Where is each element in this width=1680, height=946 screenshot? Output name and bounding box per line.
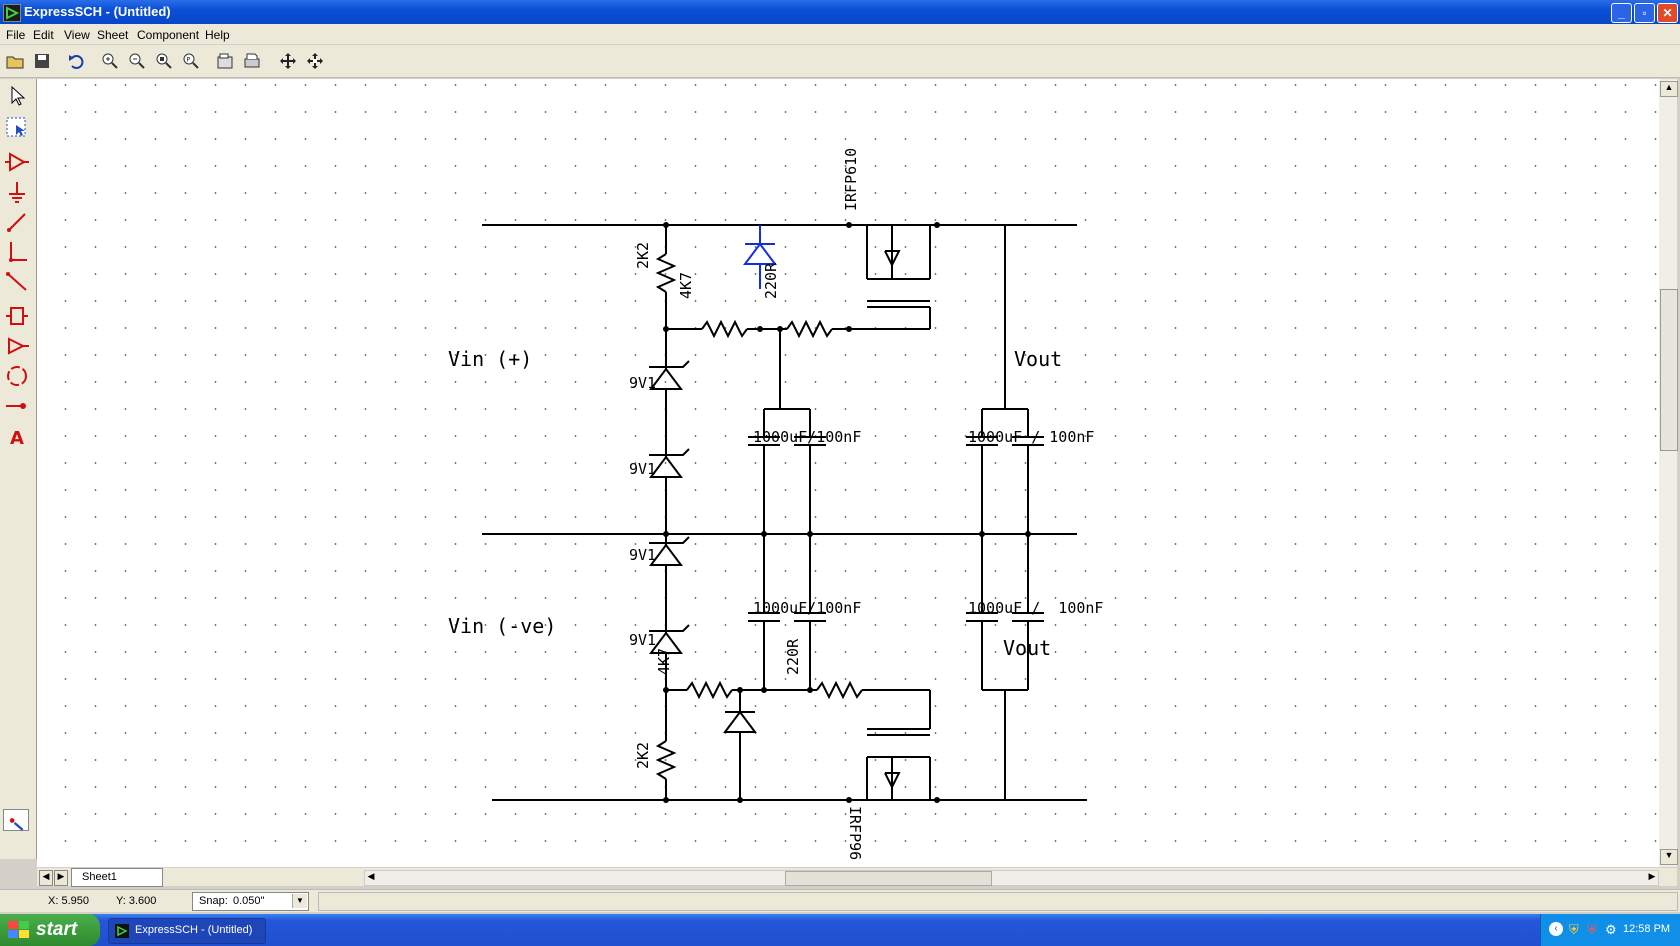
label-vout-bottom: Vout	[1003, 636, 1052, 660]
undo-icon[interactable]	[64, 49, 88, 73]
toolbar: P	[0, 45, 1680, 78]
horizontal-scrollbar[interactable]: ◀ ▶	[364, 870, 1659, 886]
menu-edit[interactable]: Edit	[33, 28, 54, 42]
label-zener-2: 9V1	[629, 460, 657, 478]
scroll-up-icon[interactable]: ▲	[1660, 81, 1678, 97]
tool-palette: A	[0, 79, 37, 859]
menu-component[interactable]: Component	[137, 28, 200, 42]
circle-icon[interactable]	[3, 362, 31, 390]
start-label: start	[36, 919, 78, 940]
label-cap-bottom-left: 1000uF/100nF	[753, 599, 862, 617]
tab-next-icon[interactable]: ▶	[54, 870, 68, 886]
close-icon[interactable]: ✕	[1657, 3, 1678, 23]
snap-value: 0.050"	[233, 895, 265, 907]
title-bar: ExpressSCH - (Untitled) _ ▫ ✕	[0, 0, 1680, 24]
port-icon[interactable]	[3, 332, 31, 360]
snap-label: Snap:	[199, 895, 228, 907]
snap-select[interactable]: Snap: 0.050" ▼	[192, 892, 309, 911]
label-r-2k2-bottom: 2K2	[634, 741, 652, 769]
network-icon[interactable]: ⚙	[1605, 922, 1617, 937]
properties-icon[interactable]	[213, 49, 237, 73]
label-vin-neg: Vin (-ve)	[448, 614, 557, 638]
sheet-tab-bar: ◀ ▶ Sheet1 ◀ ▶	[37, 868, 1677, 887]
menu-sheet[interactable]: Sheet	[97, 28, 129, 42]
app-icon	[115, 924, 129, 938]
label-r-220r-top: 220R	[762, 262, 780, 299]
status-y: Y: 3.600	[116, 895, 157, 907]
scroll-right-icon[interactable]: ▶	[1648, 871, 1656, 881]
security-icon[interactable]: ⛨	[1587, 922, 1597, 937]
sheet-tab[interactable]: Sheet1	[71, 868, 163, 887]
label-cap-top-left: 1000uF/100nF	[753, 428, 862, 446]
menu-bar: File Edit View Sheet Component Help	[0, 24, 1680, 44]
select-arrow-icon[interactable]	[3, 82, 31, 110]
restore-icon[interactable]: ▫	[1634, 3, 1655, 23]
label-r-220r-bottom: 220R	[784, 638, 802, 675]
schematic-canvas[interactable]: Vin (+) Vin (-ve) Vout Vout 2K2 4K7 220R…	[37, 79, 1659, 867]
label-zener-3: 9V1	[629, 546, 657, 564]
taskbar-item-label: ExpressSCH - (Untitled)	[135, 924, 253, 936]
minimize-icon[interactable]: _	[1611, 3, 1632, 23]
label-r-4k7-bottom: 4K7	[655, 647, 673, 675]
window-title: ExpressSCH - (Untitled)	[24, 4, 171, 19]
label-cap-bottom-right: 1000uF / 100nF	[968, 599, 1104, 617]
vertical-scroll-thumb[interactable]	[1660, 289, 1678, 451]
zoom-fit-icon[interactable]	[152, 49, 176, 73]
junction-icon[interactable]	[3, 392, 31, 420]
label-q-top: IRFP610	[842, 147, 860, 211]
system-tray: ‹ ⛨ ⛨ ⚙ 12:58 PM	[1540, 914, 1680, 946]
pan-icon[interactable]	[276, 49, 300, 73]
windows-logo-icon	[8, 921, 29, 938]
ic-icon[interactable]	[3, 302, 31, 330]
taskbar: start ExpressSCH - (Untitled) ‹ ⛨ ⛨ ⚙ 12…	[0, 914, 1680, 946]
start-button[interactable]: start	[0, 914, 100, 946]
label-vout-top: Vout	[1014, 347, 1063, 371]
zoom-out-icon[interactable]	[125, 49, 149, 73]
scroll-left-icon[interactable]: ◀	[367, 871, 375, 881]
chevron-down-icon[interactable]: ▼	[292, 894, 307, 908]
app-icon	[3, 4, 21, 22]
menu-help[interactable]: Help	[205, 28, 230, 42]
vertical-scrollbar[interactable]: ▲ ▼	[1659, 79, 1678, 867]
status-bar: X: 5.950 Y: 3.600 Snap: 0.050" ▼	[0, 889, 1680, 912]
zoom-area-icon[interactable]: P	[179, 49, 203, 73]
tray-expand-icon[interactable]: ‹	[1549, 922, 1563, 936]
horizontal-scroll-thumb[interactable]	[785, 871, 992, 886]
move-icon[interactable]	[303, 49, 327, 73]
menu-view[interactable]: View	[64, 28, 90, 42]
label-cap-top-right: 1000uF / 100nF	[968, 428, 1095, 446]
ground-icon[interactable]	[3, 178, 31, 206]
label-zener-4: 9V1	[629, 631, 657, 649]
bus-icon[interactable]	[3, 238, 31, 266]
label-vin-pos: Vin (+)	[448, 347, 533, 371]
status-panel	[318, 892, 1678, 911]
menu-file[interactable]: File	[6, 28, 26, 42]
tab-prev-icon[interactable]: ◀	[39, 870, 53, 886]
status-x: X: 5.950	[48, 895, 89, 907]
wire-icon[interactable]	[3, 208, 31, 236]
label-zener-1: 9V1	[629, 374, 657, 392]
component-icon[interactable]	[3, 148, 31, 176]
area-select-icon[interactable]	[3, 114, 31, 142]
line-icon[interactable]	[3, 268, 31, 296]
clock: 12:58 PM	[1623, 923, 1671, 935]
open-icon[interactable]	[3, 49, 27, 73]
sheet-tab-label: Sheet1	[82, 871, 117, 883]
save-icon[interactable]	[30, 49, 54, 73]
zoom-in-icon[interactable]	[98, 49, 122, 73]
svg-text:P: P	[187, 57, 191, 64]
scroll-down-icon[interactable]: ▼	[1660, 849, 1678, 865]
text-icon[interactable]: A	[3, 422, 31, 450]
print-icon[interactable]	[240, 49, 264, 73]
label-r-4k7-top: 4K7	[677, 271, 695, 299]
label-q-bottom: IRFP96	[846, 806, 864, 861]
layer-icon[interactable]	[3, 809, 29, 831]
svg-text:A: A	[10, 428, 24, 449]
shield-icon[interactable]: ⛨	[1569, 922, 1579, 937]
label-r-2k2-top: 2K2	[634, 241, 652, 269]
taskbar-item-expresssch[interactable]: ExpressSCH - (Untitled)	[108, 918, 266, 944]
